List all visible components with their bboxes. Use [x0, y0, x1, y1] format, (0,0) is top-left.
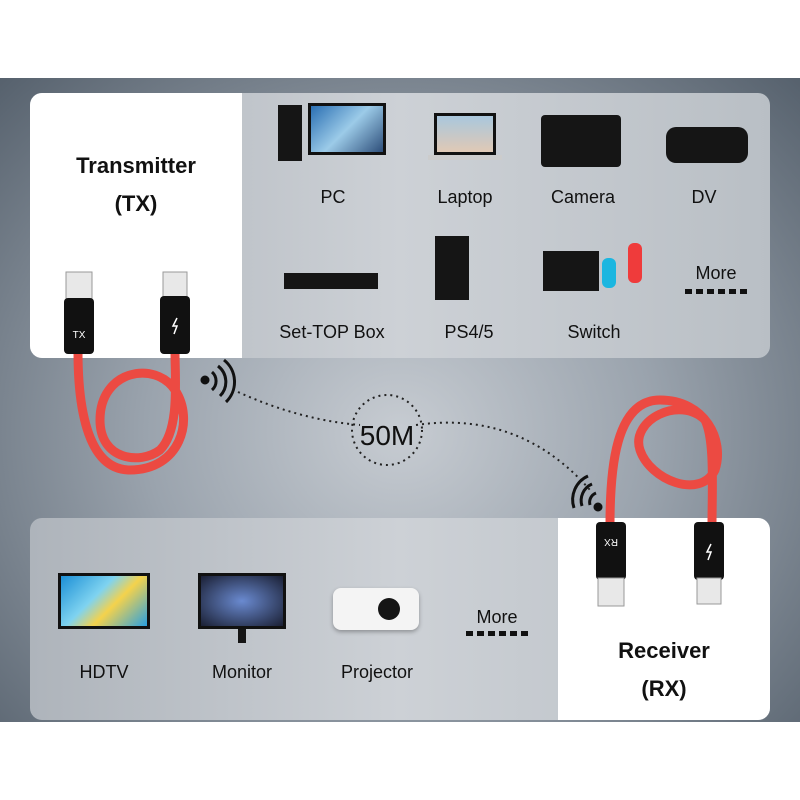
tx-plug-label: TX — [72, 330, 86, 341]
switch-console-icon — [543, 251, 599, 291]
tx-hdmi-plug — [64, 271, 94, 354]
joycon-blue — [602, 258, 616, 288]
laptop-icon — [434, 113, 496, 155]
distance-label: 50M — [359, 420, 415, 451]
monitor-icon — [198, 573, 286, 629]
pc-icon — [278, 105, 302, 161]
receiver-card: Receiver (RX) — [558, 518, 770, 720]
device-label-switch: Switch — [567, 322, 621, 342]
set-top-box-icon — [284, 273, 378, 289]
tv-icon — [58, 573, 150, 629]
distance-circle — [351, 394, 423, 466]
pc-monitor-icon — [308, 103, 386, 155]
device-label-more: More — [476, 607, 518, 627]
wifi-signal-icon-tx — [200, 358, 237, 404]
transmitter-abbr: (TX) — [114, 191, 158, 216]
device-label-dv: DV — [691, 187, 717, 207]
source-devices-panel: Transmitter (TX) PC Laptop Camera DV Set… — [30, 93, 770, 358]
laptop-base — [428, 155, 502, 160]
wifi-signal-icon-rx — [571, 474, 603, 512]
device-label-hdtv: HDTV — [79, 662, 129, 682]
lightning-icon — [705, 543, 713, 561]
game-console-icon — [435, 236, 469, 300]
device-label-ps45: PS4/5 — [444, 322, 494, 342]
tx-usb-plug — [160, 271, 190, 354]
projector-lens — [378, 598, 400, 620]
rx-plug-label: RX — [604, 536, 618, 547]
projector-icon — [333, 588, 419, 630]
rx-hdmi-plug — [596, 522, 626, 607]
joycon-red — [628, 243, 642, 283]
device-label-projector: Projector — [340, 662, 414, 682]
wireless-path — [237, 391, 591, 491]
device-label-monitor: Monitor — [211, 662, 273, 682]
device-label-set-top-box: Set-TOP Box — [279, 322, 385, 342]
monitor-stand — [238, 629, 246, 643]
more-dots-icon — [685, 289, 747, 294]
display-devices-panel: Receiver (RX) HDTV Monitor Projector Mor… — [30, 518, 770, 720]
transmitter-card: Transmitter (TX) — [30, 93, 242, 358]
receiver-title: Receiver — [618, 638, 710, 663]
camera-icon — [541, 115, 621, 167]
camcorder-icon — [666, 127, 748, 163]
device-label-laptop: Laptop — [437, 187, 493, 207]
device-label-camera: Camera — [550, 187, 616, 207]
tx-cable — [73, 351, 188, 475]
rx-usb-plug — [694, 522, 724, 605]
rx-cable — [605, 395, 723, 526]
more-dots-icon — [466, 631, 528, 636]
device-label-more: More — [695, 263, 737, 283]
lightning-icon — [171, 317, 179, 335]
receiver-abbr: (RX) — [641, 676, 687, 701]
device-label-pc: PC — [320, 187, 346, 207]
transmitter-title: Transmitter — [76, 153, 196, 178]
